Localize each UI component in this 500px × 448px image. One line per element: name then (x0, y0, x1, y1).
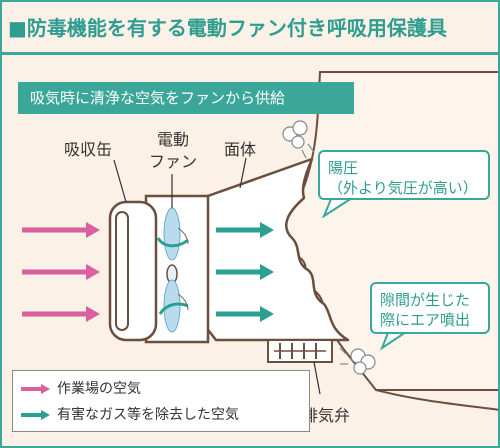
fan-swirl-1 (156, 237, 189, 248)
exhaust-valve-label: 排気弁 (302, 406, 351, 425)
teal-arrow-icon (21, 410, 50, 420)
neck-line (375, 389, 498, 411)
air-puff-bottom (339, 347, 376, 375)
canister-shape (108, 200, 158, 342)
facepiece-shape (203, 157, 350, 342)
fan-label-line1: 電動 (156, 130, 189, 149)
fan-swirl-2 (158, 302, 189, 315)
fan-label-line2: ファン (148, 152, 197, 171)
fan-spin-mark-2 (177, 293, 189, 311)
facepiece-label: 面体 (224, 140, 257, 159)
subheading-banner: 吸気時に清浄な空気をファンから供給 (18, 82, 354, 114)
positive-pressure-note: （外より気圧が高い） (328, 179, 478, 197)
fan-blade-top (163, 207, 181, 261)
legend-item-clean-air: 有害なガス等を除去した空気 (21, 403, 239, 427)
gap-leak-line1: 隙間が生じた (380, 291, 471, 309)
legend-item-workplace-air: 作業場の空気 (21, 377, 141, 401)
page-title: ■防毒機能を有する電動ファン付き呼吸用保護具 (8, 16, 447, 40)
exhaust-leader (313, 361, 321, 395)
legend-label-clean-air: 有害なガス等を除去した空気 (57, 407, 239, 423)
legend: 作業場の空気 有害なガス等を除去した空気 (12, 370, 310, 432)
fan-spin-mark-1 (177, 227, 189, 245)
positive-pressure-callout: 陽圧 （外より気圧が高い） (318, 150, 490, 200)
canister-leader (113, 159, 127, 203)
facepiece-leader (239, 157, 247, 189)
gap-leak-callout: 隙間が生じた 際にエア噴出 (370, 282, 490, 334)
title-underline (2, 52, 498, 55)
canister-label: 吸収缶 (64, 140, 113, 159)
air-puff-top (282, 120, 315, 159)
legend-label-workplace-air: 作業場の空気 (57, 381, 141, 397)
pink-arrow-icon (21, 384, 50, 394)
clean-air-arrows (216, 222, 274, 322)
positive-pressure-title: 陽圧 (328, 159, 359, 177)
gap-leak-line2: 際にエア噴出 (380, 311, 471, 329)
canister-inner (115, 211, 129, 331)
workplace-air-arrows (22, 222, 100, 322)
